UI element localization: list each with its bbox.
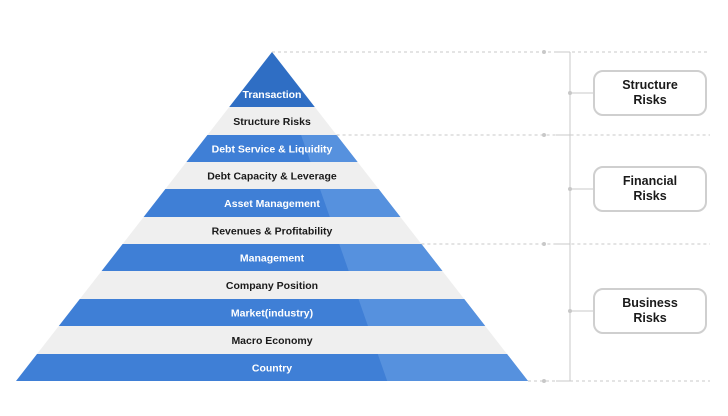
guide-dot-4 [542, 379, 546, 383]
pyramid-band-10 [37, 326, 507, 354]
business-risks-box: Business Risks [593, 288, 707, 334]
pyramid-tier-label-4: Debt Capacity & Leverage [207, 171, 337, 183]
pyramid-tier-label-5: Asset Management [224, 198, 320, 210]
box-connector-dot-3 [568, 309, 572, 313]
guide-dot-3 [542, 242, 546, 246]
pyramid-band-1 [229, 52, 315, 107]
pyramid-band-shade-3 [301, 135, 358, 162]
pyramid-band-2 [207, 107, 337, 135]
pyramid-band-6 [122, 217, 422, 244]
guide-dot-2 [542, 133, 546, 137]
pyramid-tier-label-7: Management [240, 253, 305, 265]
pyramid-tier-label-2: Structure Risks [233, 116, 311, 128]
group-label-financial: Financial Risks [622, 174, 678, 203]
box-connector-dot-2 [568, 187, 572, 191]
pyramid-tier-label-8: Company Position [226, 280, 318, 292]
pyramid-band-8 [79, 271, 465, 299]
pyramid-band-shade-7 [339, 244, 443, 271]
pyramid-band-4 [165, 162, 379, 189]
pyramid-tier-label-1: Transaction [243, 89, 302, 101]
group-label-business: Business Risks [622, 296, 678, 325]
financial-risks-box: Financial Risks [593, 166, 707, 212]
pyramid-tier-label-9: Market(industry) [231, 308, 313, 320]
group-connectors [272, 50, 710, 383]
pyramid-tier-label-3: Debt Service & Liquidity [212, 144, 333, 156]
group-label-structure: Structure Risks [622, 78, 678, 107]
box-connector-dot-1 [568, 91, 572, 95]
structure-risks-box: Structure Risks [593, 70, 707, 116]
pyramid-band-shade-11 [377, 354, 528, 381]
pyramid-tier-label-10: Macro Economy [231, 335, 312, 347]
pyramid-band-shade-9 [358, 299, 486, 326]
pyramid-band-shade-5 [319, 189, 401, 217]
guide-dot-1 [542, 50, 546, 54]
pyramid-tier-label-6: Revenues & Profitability [212, 226, 333, 238]
pyramid-tier-label-11: Country [252, 363, 292, 375]
